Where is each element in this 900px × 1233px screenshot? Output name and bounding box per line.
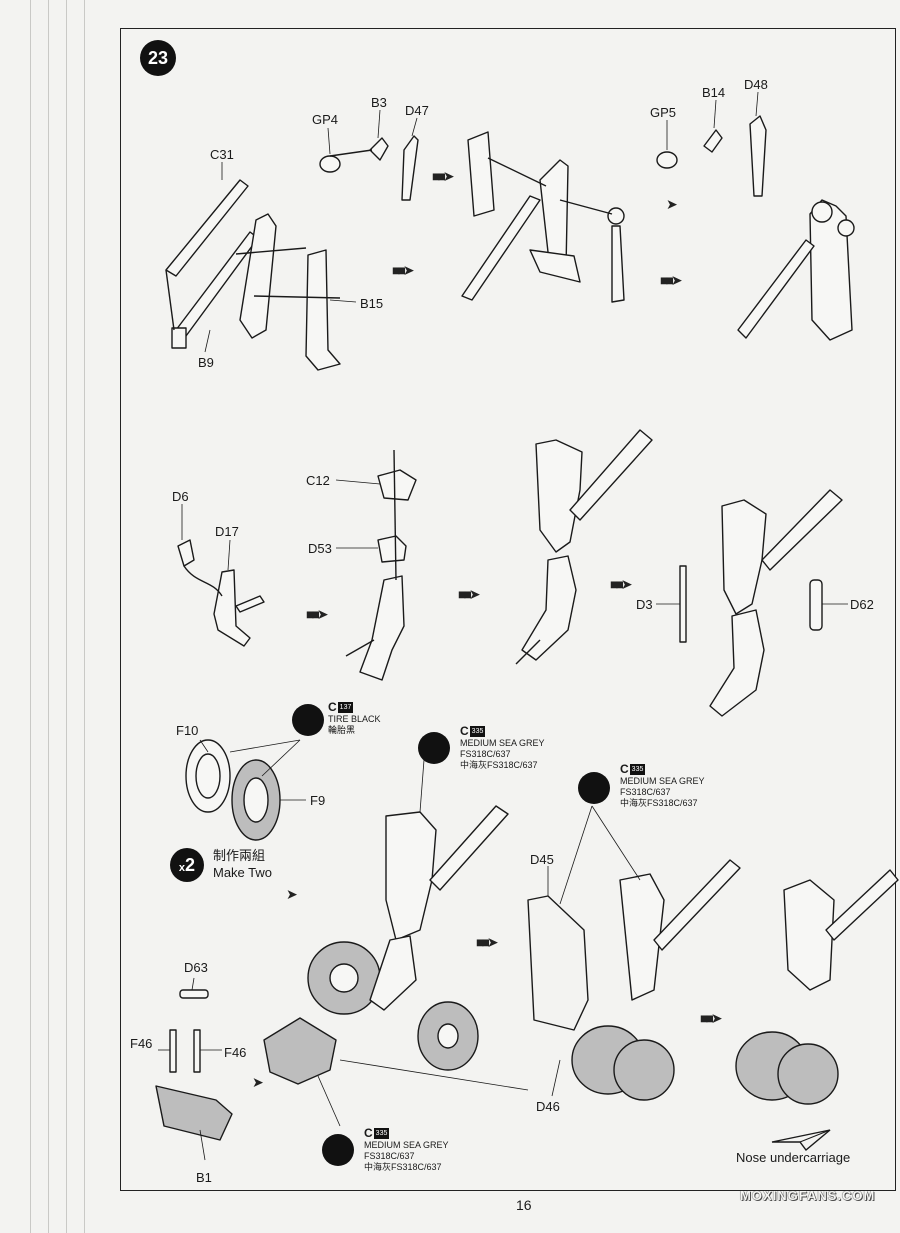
paper-plane-logo	[771, 1129, 831, 1152]
part-label-d6: D6	[172, 489, 189, 504]
gear-with-guard	[527, 859, 741, 1101]
badge-x: x	[178, 862, 186, 874]
paint-name: MEDIUM SEA GREY	[460, 738, 545, 748]
leg-assembly-3	[515, 429, 653, 665]
direction-arrow: ■■➤	[432, 168, 455, 184]
part-label-gp4: GP4	[312, 112, 339, 127]
make-two-en: Make Two	[213, 865, 273, 880]
page-edge	[30, 0, 31, 1233]
part-label-c12: C12	[306, 473, 330, 488]
paint-code: C	[620, 762, 629, 776]
paint-number: 335	[629, 764, 646, 775]
direction-arrow: ■■➤	[660, 272, 683, 288]
page-edge	[66, 0, 67, 1233]
paint-name-zh: 中海灰FS318C/637	[460, 760, 538, 770]
part-label-b3: B3	[371, 95, 387, 110]
page-edge	[84, 0, 85, 1233]
direction-arrow: ■■➤	[476, 934, 499, 950]
direction-arrow: ■■➤	[306, 606, 329, 622]
direction-arrow: ■■➤	[392, 262, 415, 278]
paint-name: MEDIUM SEA GREY	[620, 776, 705, 786]
page-number: 16	[516, 1197, 532, 1213]
part-label-d63: D63	[184, 960, 208, 975]
direction-arrow: ➤	[666, 196, 678, 212]
page-edge	[48, 0, 49, 1233]
paint-brush-icon	[418, 732, 450, 764]
part-label-f46: F46	[130, 1036, 153, 1051]
assembly-caption: Nose undercarriage	[736, 1150, 851, 1165]
make-two-text: 制作兩組 Make Two	[213, 847, 272, 881]
paint-fs-code: FS318C/637	[620, 787, 671, 797]
gear-with-wheels	[307, 805, 509, 1071]
paint-name-zh: 輪胎黑	[328, 725, 356, 735]
make-two-badge: x2	[170, 848, 204, 882]
paint-number: 137	[337, 702, 354, 713]
strut-assembly-2	[461, 131, 625, 303]
wheel-halves	[185, 739, 281, 841]
direction-arrow: ➤	[286, 886, 298, 902]
part-label-b1: B1	[196, 1170, 212, 1185]
paint-number: 335	[469, 726, 486, 737]
badge-count: 2	[185, 855, 196, 875]
part-label-b14: B14	[702, 85, 726, 100]
leg-assembly-1	[177, 539, 265, 647]
mudguard-parts	[155, 989, 337, 1141]
strut-assembly-1	[165, 179, 341, 371]
part-label-c31: C31	[210, 147, 234, 162]
direction-arrow: ■■➤	[700, 1010, 723, 1026]
paint-name-zh: 中海灰FS318C/637	[620, 798, 698, 808]
leg-assembly-2	[345, 449, 417, 681]
strut-assembly-3	[737, 199, 855, 341]
paint-code: C	[364, 1126, 373, 1140]
part-label-d45: D45	[530, 852, 554, 867]
paint-brush-icon	[578, 772, 610, 804]
step-number-badge: 23	[140, 40, 176, 76]
part-label-b15: B15	[360, 296, 384, 311]
watermark: MOXINGFANS.COM	[740, 1188, 876, 1203]
direction-arrow: ■■➤	[610, 576, 633, 592]
paint-brush-icon	[292, 704, 324, 736]
part-label-d53: D53	[308, 541, 332, 556]
part-label-d46: D46	[536, 1099, 560, 1114]
part-label-b9: B9	[198, 355, 214, 370]
part-label-gp5: GP5	[650, 105, 677, 120]
paint-name: MEDIUM SEA GREY	[364, 1140, 449, 1150]
direction-arrow: ➤	[252, 1074, 264, 1090]
part-label-f46: F46	[224, 1045, 247, 1060]
part-label-f10: F10	[176, 723, 199, 738]
paint-code: C	[328, 700, 337, 714]
paint-brush-icon	[322, 1134, 354, 1166]
part-label-d17: D17	[215, 524, 239, 539]
part-label-d47: D47	[405, 103, 429, 118]
make-two-zh: 制作兩組	[213, 848, 266, 863]
part-label-d3: D3	[636, 597, 653, 612]
paint-number: 335	[373, 1128, 390, 1139]
paint-fs-code: FS318C/637	[460, 749, 511, 759]
direction-arrow: ■■➤	[458, 586, 481, 602]
small-parts-1	[319, 135, 419, 201]
part-label-d48: D48	[744, 77, 768, 92]
instruction-frame	[120, 28, 896, 1191]
leg-assembly-4	[679, 489, 843, 717]
paint-code: C	[460, 724, 469, 738]
completed-nose-gear	[735, 869, 899, 1105]
paint-name-zh: 中海灰FS318C/637	[364, 1162, 442, 1172]
paint-name: TIRE BLACK	[328, 714, 381, 724]
part-label-f9: F9	[310, 793, 326, 808]
part-label-d62: D62	[850, 597, 874, 612]
small-parts-2	[656, 115, 767, 197]
paint-fs-code: FS318C/637	[364, 1151, 415, 1161]
